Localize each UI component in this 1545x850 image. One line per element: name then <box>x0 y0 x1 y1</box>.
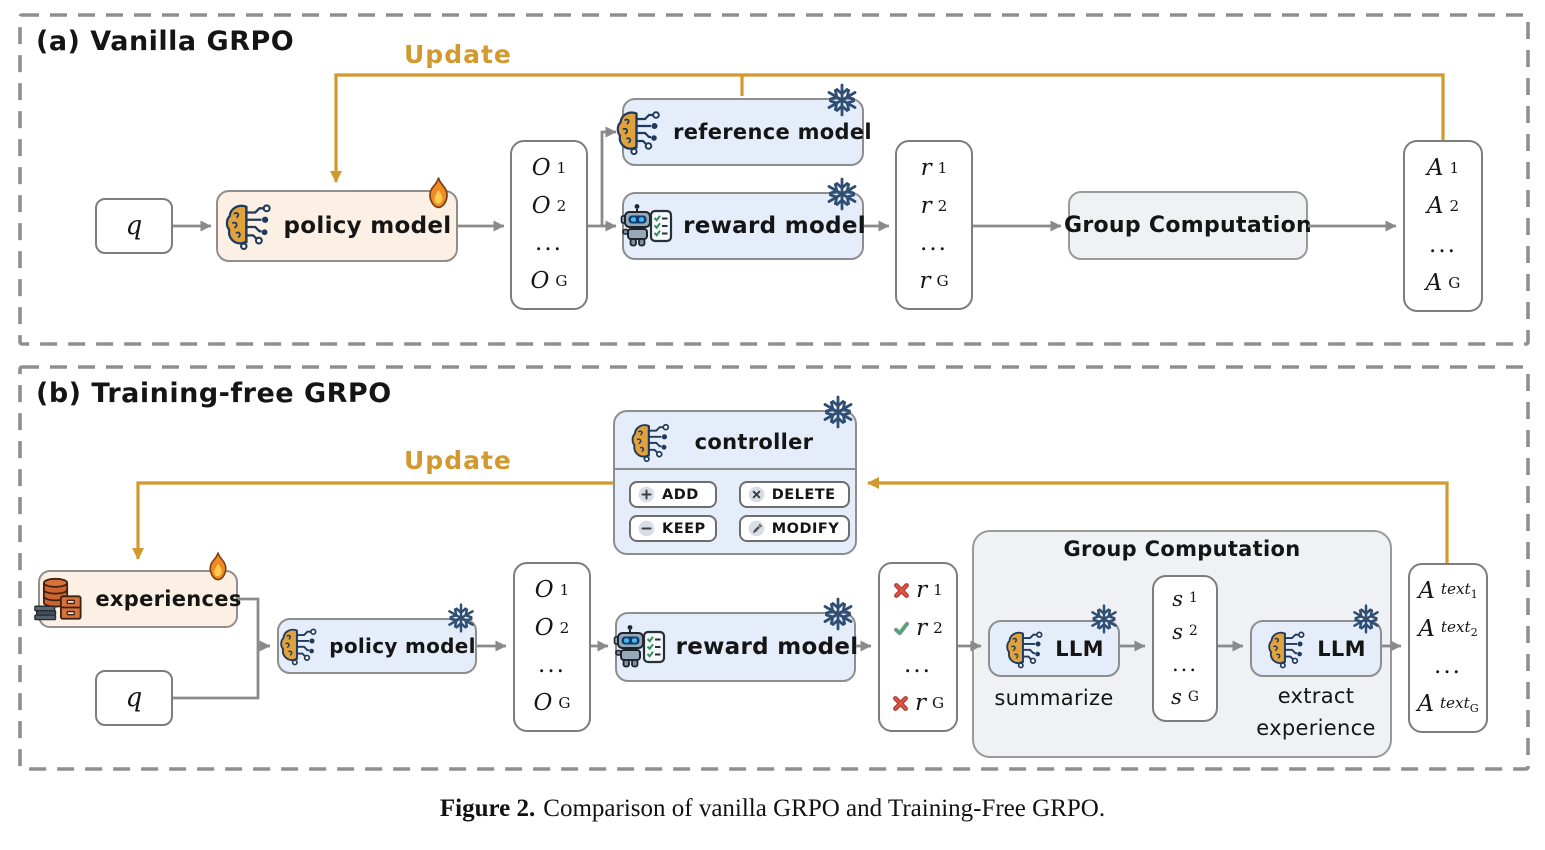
reference-model-label: reference model <box>673 120 872 144</box>
brain-circuit-icon <box>1004 629 1046 669</box>
ellipsis: ... <box>535 230 563 257</box>
robot-checklist-icon <box>620 203 674 249</box>
panel-b-update-label: Update <box>404 446 512 475</box>
modify-button-label: MODIFY <box>771 520 840 537</box>
extract-caption-line1: extract <box>1277 684 1355 708</box>
flame-icon <box>424 176 453 210</box>
group-computation-label-a: Group Computation <box>1064 213 1312 238</box>
figure-caption-text: Comparison of vanilla GRPO and Training-… <box>543 795 1106 822</box>
panel-a-border <box>18 13 1530 346</box>
controller-actions: ADD DELETE KEEP MODIFY <box>615 468 855 553</box>
ellipsis: ... <box>920 230 948 257</box>
ellipsis: ... <box>538 652 566 679</box>
robot-checklist-icon <box>613 624 667 670</box>
controller-label: controller <box>694 430 814 454</box>
brain-circuit-icon <box>1266 629 1308 669</box>
llm-summarize-label: LLM <box>1055 636 1104 661</box>
policy-model-box-a: policy model <box>216 190 458 262</box>
x-icon <box>748 486 765 503</box>
panel-a-title: (a) Vanilla GRPO <box>36 26 295 57</box>
ellipsis: ... <box>904 652 932 679</box>
summarize-caption: summarize <box>994 686 1114 710</box>
modify-button: MODIFY <box>738 515 851 542</box>
add-button-label: ADD <box>662 486 699 503</box>
snowflake-icon <box>1088 603 1120 635</box>
brain-circuit-icon <box>614 109 664 155</box>
query-box-b: q <box>95 670 173 726</box>
ellipsis: ... <box>1429 231 1457 258</box>
add-button: ADD <box>629 481 717 508</box>
extract-caption-line2: experience <box>1256 716 1376 740</box>
minus-icon <box>638 520 655 537</box>
llm-extract-label: LLM <box>1317 636 1366 661</box>
group-computation-box-a: Group Computation <box>1064 191 1312 260</box>
query-label-b: q <box>125 683 143 713</box>
cross-icon <box>892 695 909 712</box>
reward-model-label-b: reward model <box>675 634 859 660</box>
cross-icon <box>893 582 910 599</box>
ellipsis: ... <box>1171 652 1199 677</box>
panel-b-title: (b) Training-free GRPO <box>36 378 392 409</box>
brain-circuit-icon <box>629 422 673 462</box>
pencil-icon <box>748 520 765 537</box>
snowflake-icon <box>1350 603 1382 635</box>
controller-box: controller ADD DELETE KEEP MODIFY <box>613 410 857 555</box>
ellipsis: ... <box>1434 653 1462 680</box>
database-books-icon <box>34 576 86 622</box>
figure-caption: Figure 2. Comparison of vanilla GRPO and … <box>0 795 1545 823</box>
snowflake-icon <box>820 596 856 632</box>
plus-icon <box>638 486 655 503</box>
keep-button-label: KEEP <box>662 520 706 537</box>
snowflake-icon <box>820 394 856 430</box>
check-icon <box>893 620 910 637</box>
snowflake-icon <box>824 82 860 118</box>
policy-model-label-a: policy model <box>283 213 452 239</box>
delete-button: DELETE <box>738 481 851 508</box>
figure-caption-prefix: Figure 2. <box>439 795 536 822</box>
controller-header: controller <box>615 412 855 468</box>
query-label-a: q <box>125 211 143 241</box>
keep-button: KEEP <box>629 515 717 542</box>
snowflake-icon <box>445 602 477 634</box>
reward-model-label-a: reward model <box>683 213 866 239</box>
brain-circuit-icon <box>223 202 275 250</box>
query-box-a: q <box>95 198 173 254</box>
experiences-label: experiences <box>95 587 242 611</box>
snowflake-icon <box>824 176 860 212</box>
delete-button-label: DELETE <box>771 486 836 503</box>
brain-circuit-icon <box>278 626 320 666</box>
panel-a-update-label: Update <box>404 40 512 69</box>
flame-icon <box>205 551 231 582</box>
policy-model-label-b: policy model <box>329 634 476 658</box>
group-computation-label-b: Group Computation <box>1063 537 1301 561</box>
